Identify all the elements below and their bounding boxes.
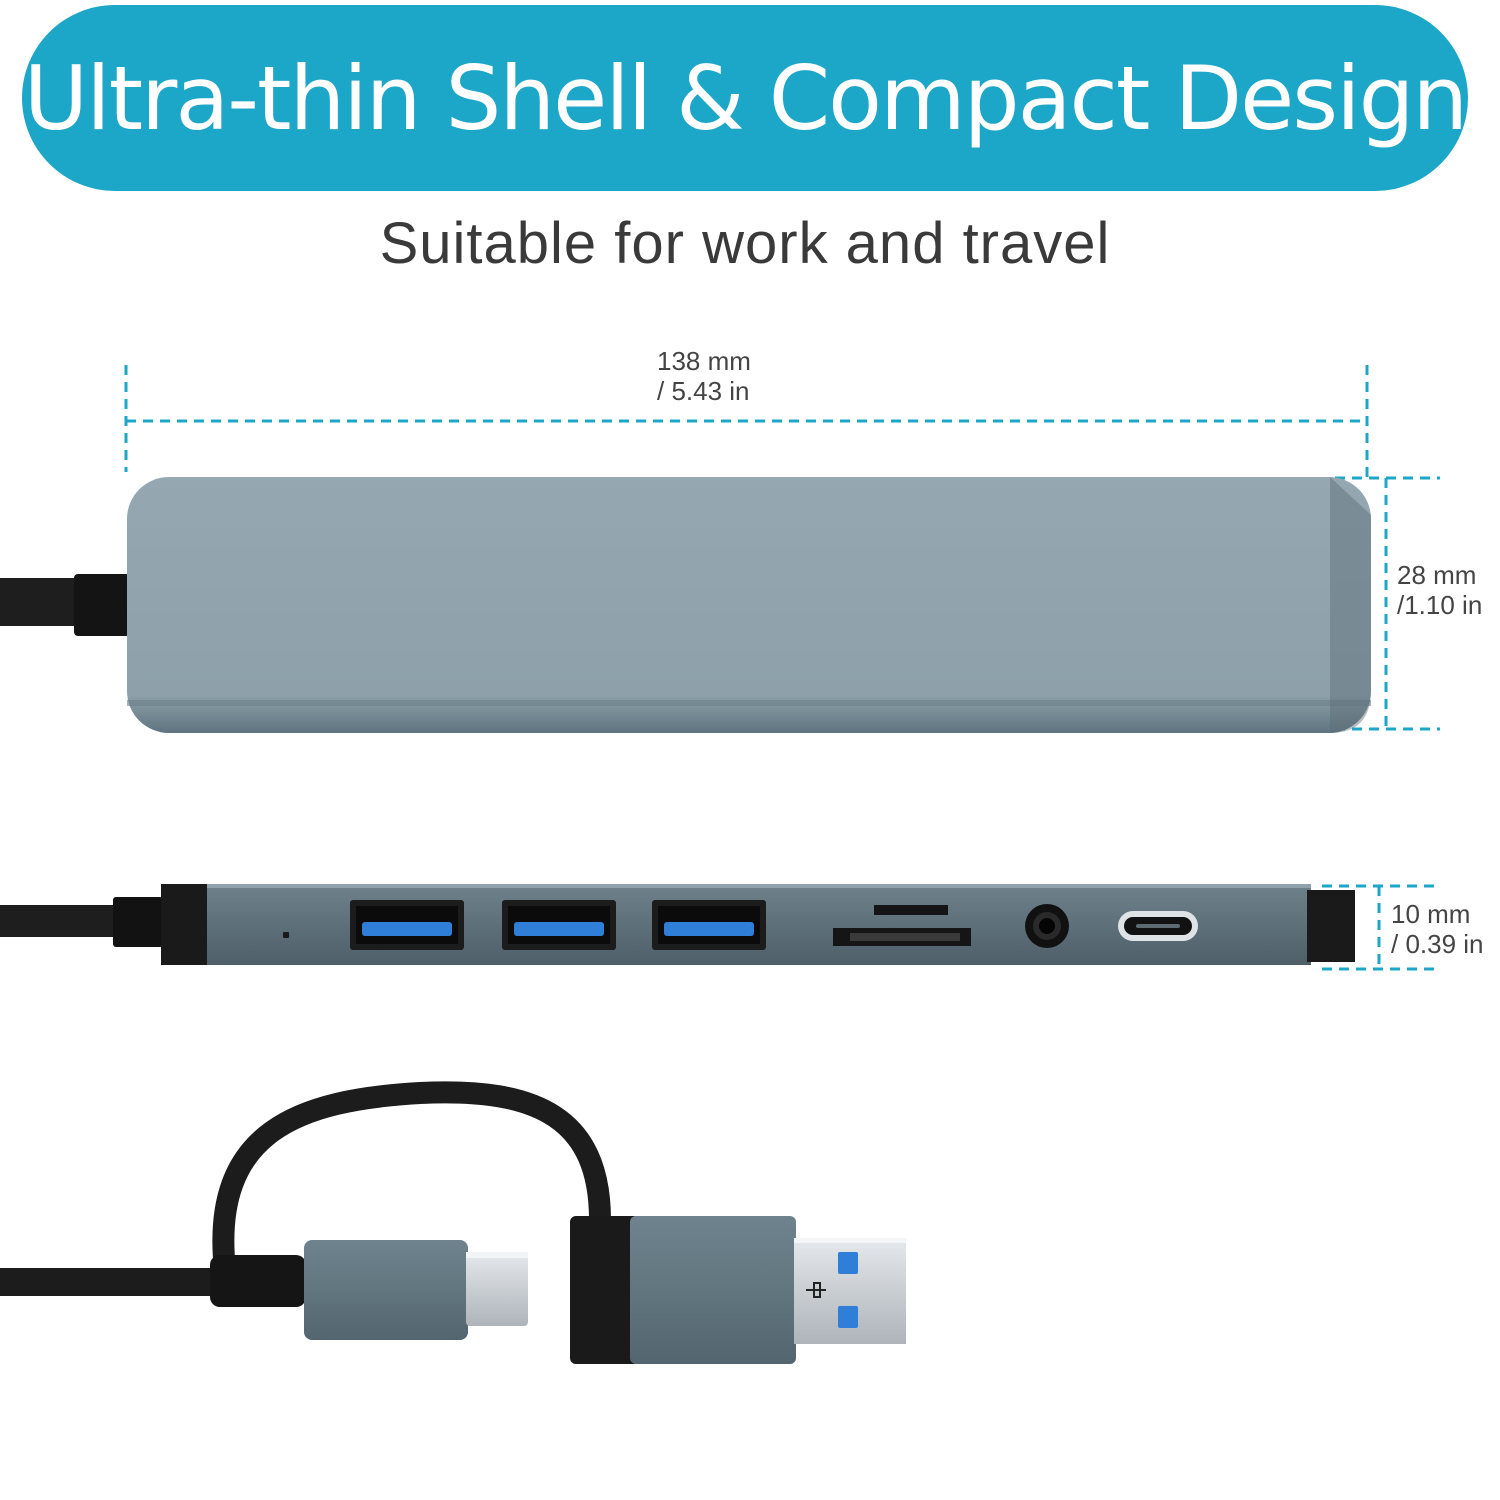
usb-c-port-icon (1118, 911, 1198, 941)
usb-c-plug (304, 1240, 528, 1340)
height-dimension-label: 28 mm /1.10 in (1397, 560, 1482, 620)
depth-dimension-guide (1322, 884, 1435, 971)
hub-top-view (0, 477, 1371, 733)
sd-card-slot-icon (833, 905, 971, 946)
depth-mm: 10 mm (1391, 899, 1471, 929)
audio-jack-icon (1025, 904, 1069, 948)
depth-dimension-label: 10 mm / 0.39 in (1391, 899, 1484, 959)
height-mm: 28 mm (1397, 560, 1477, 590)
depth-in: / 0.39 in (1391, 929, 1484, 959)
usb-a-port-icon (350, 900, 464, 950)
dual-connector-cable (0, 1081, 906, 1364)
usb-logo-icon (806, 1282, 826, 1298)
title-banner: Ultra-thin Shell & Compact Design (22, 5, 1468, 191)
height-in: /1.10 in (1397, 590, 1483, 620)
width-in: / 5.43 in (657, 376, 750, 406)
width-dimension-guide (124, 365, 1369, 480)
width-mm: 138 mm (657, 346, 751, 376)
banner-title: Ultra-thin Shell & Compact Design (23, 46, 1468, 150)
usb-a-port-icon (652, 900, 766, 950)
usb-a-port-icon (502, 900, 616, 950)
subtitle: Suitable for work and travel (379, 211, 1111, 276)
usb-a-plug (570, 1216, 906, 1364)
width-dimension-label: 138 mm / 5.43 in (657, 346, 751, 406)
height-dimension-guide (1335, 476, 1440, 731)
hub-side-view (0, 884, 1355, 965)
